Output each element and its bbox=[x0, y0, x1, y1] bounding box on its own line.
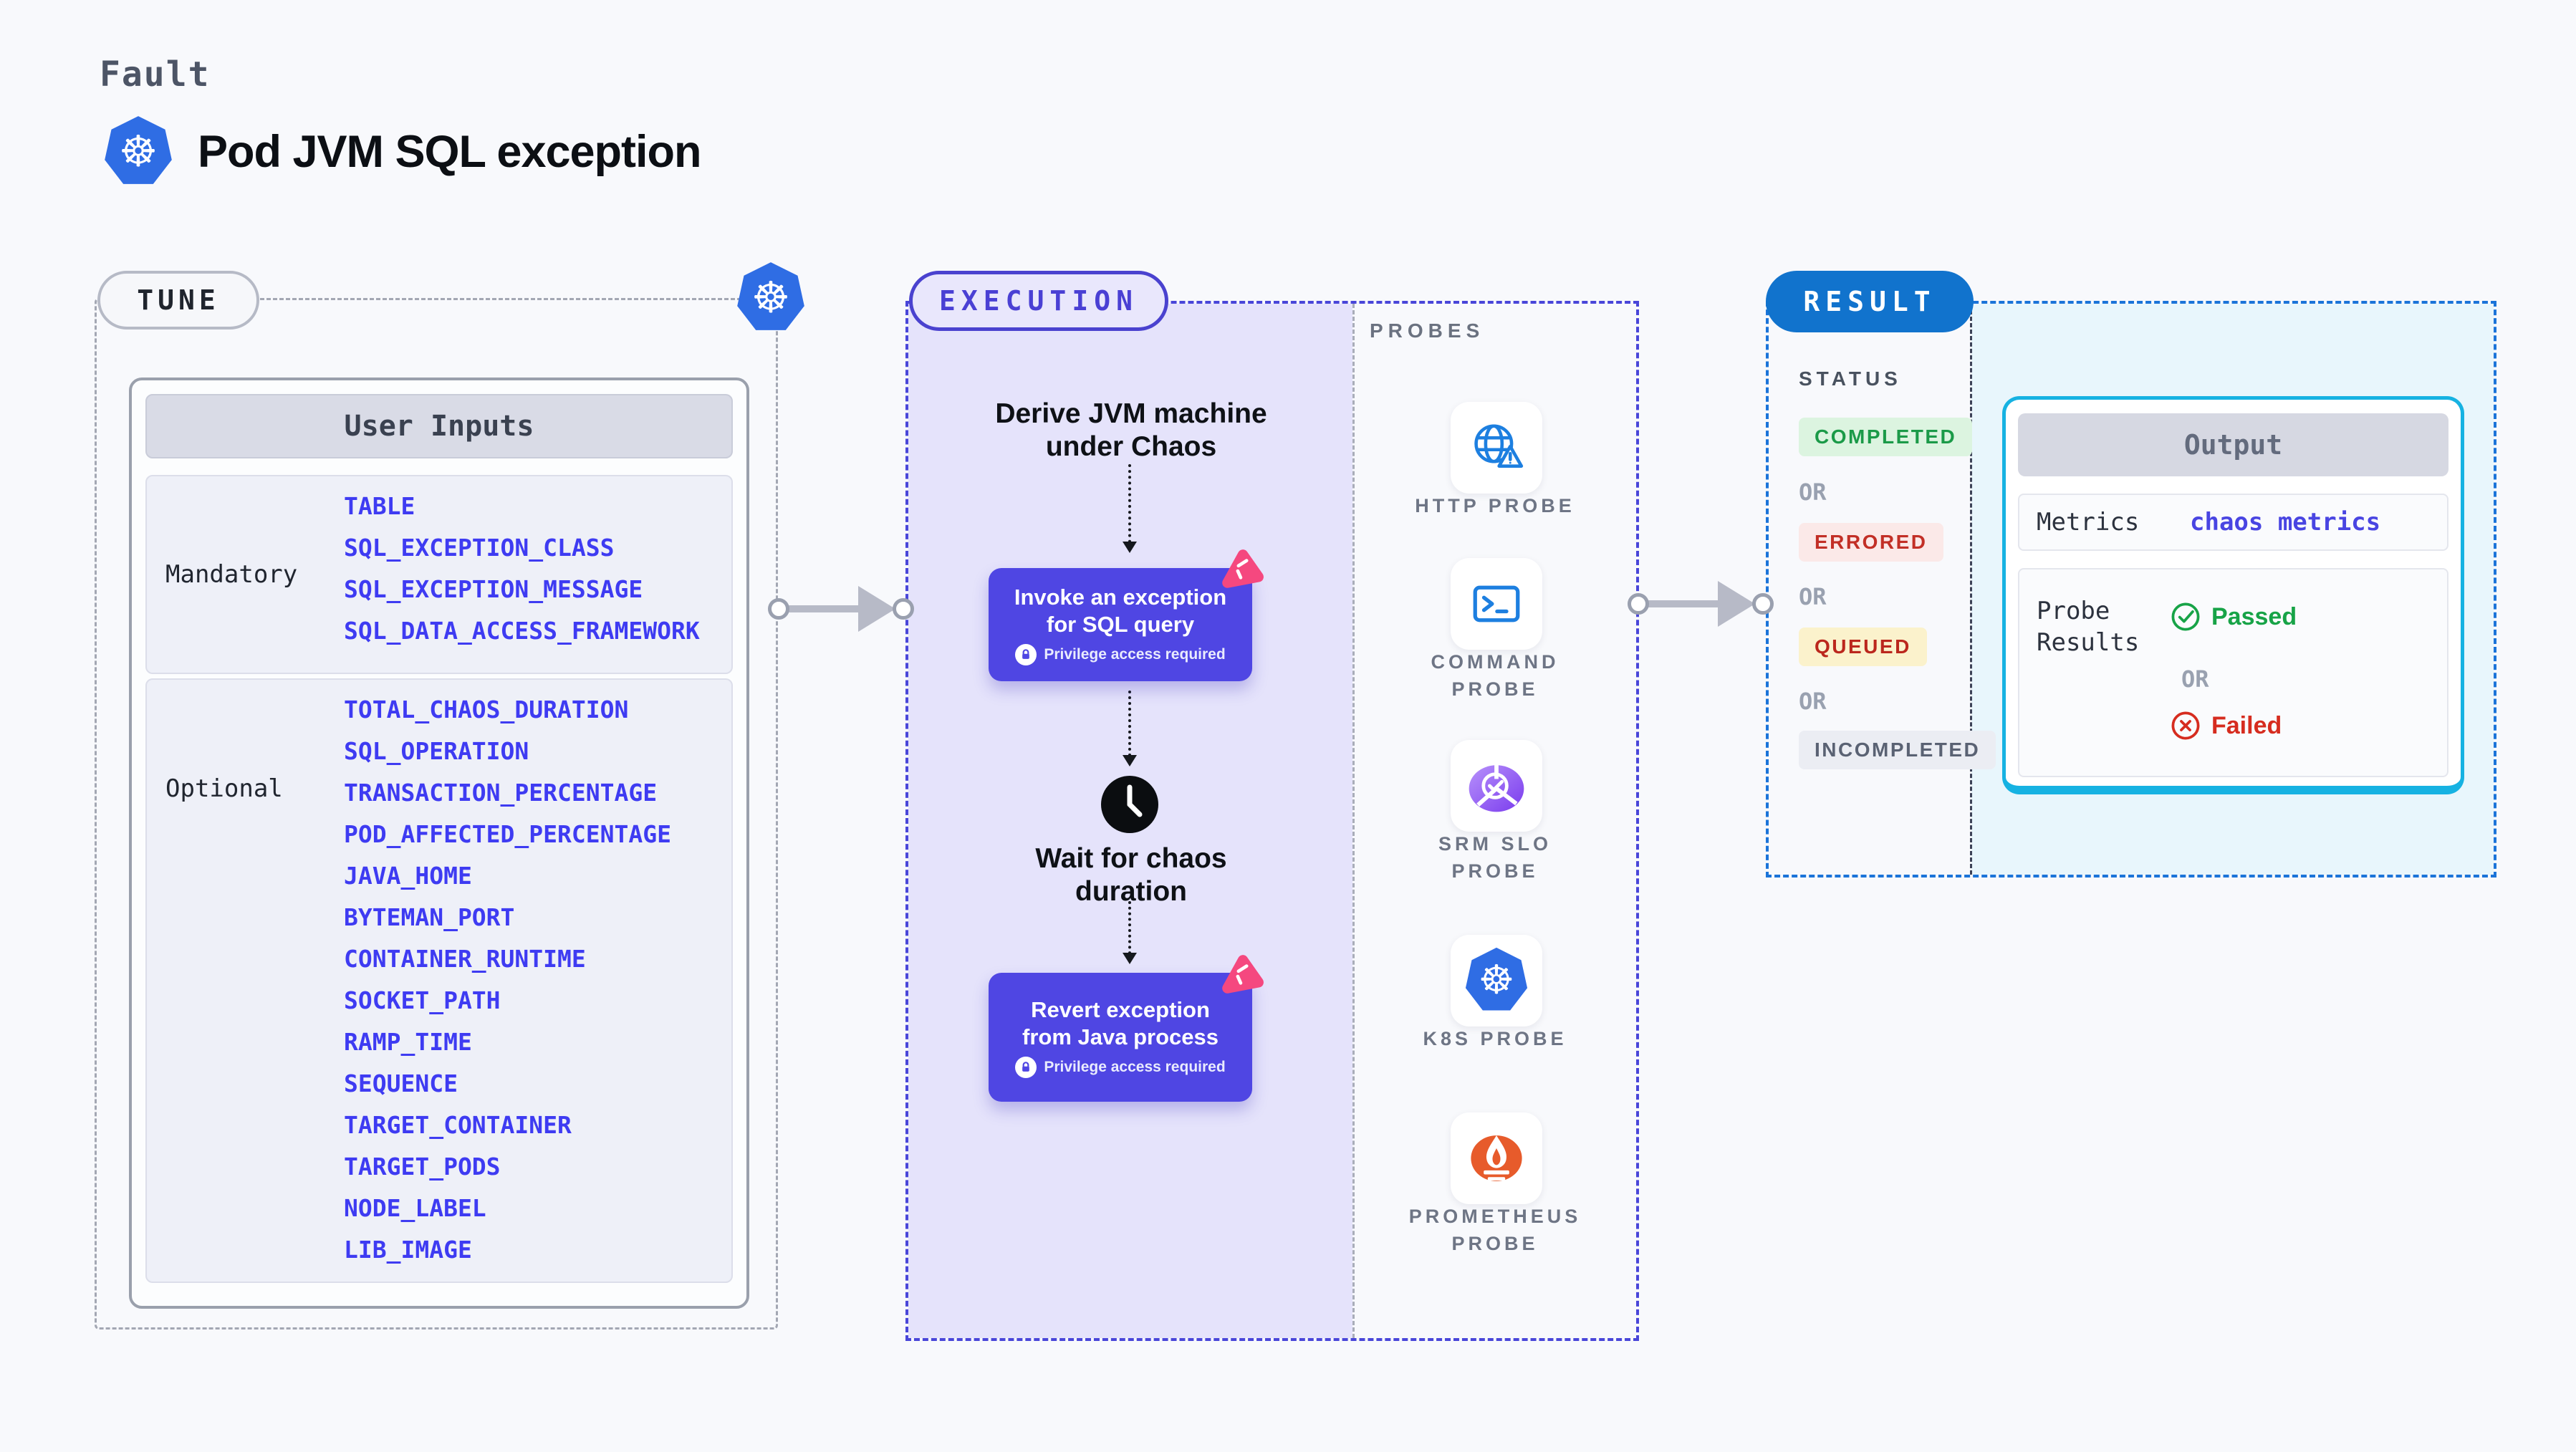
check-circle-icon bbox=[2171, 602, 2200, 631]
input-item: TARGET_CONTAINER bbox=[344, 1111, 572, 1139]
execution-to-result-arrow bbox=[1628, 568, 1774, 640]
globe-alert-icon bbox=[1474, 424, 1524, 468]
status-heading: STATUS bbox=[1799, 367, 1902, 390]
slo-gauge-icon bbox=[1469, 762, 1524, 812]
k8s-probe-label: K8S PROBE bbox=[1423, 1028, 1567, 1049]
flow-arrow bbox=[1123, 901, 1137, 964]
input-item: TRANSACTION_PERCENTAGE bbox=[344, 779, 658, 807]
kubernetes-icon: ☸ bbox=[1465, 947, 1528, 1011]
terminal-icon bbox=[1473, 585, 1520, 622]
or-label: OR bbox=[2181, 665, 2209, 693]
failed-label: Failed bbox=[2211, 711, 2282, 739]
invoke-exception-step: Invoke an exception for SQL query Privil… bbox=[989, 568, 1252, 681]
command-probe-label: COMMAND PROBE bbox=[1431, 651, 1559, 700]
input-item: LIB_IMAGE bbox=[344, 1236, 472, 1264]
litmus-chaos-icon bbox=[1222, 955, 1264, 994]
mandatory-label: Mandatory bbox=[165, 560, 298, 589]
input-item: TOTAL_CHAOS_DURATION bbox=[344, 696, 629, 723]
execution-section bbox=[905, 301, 1639, 1341]
input-item: SQL_EXCEPTION_MESSAGE bbox=[344, 575, 643, 603]
litmus-chaos-icon bbox=[1222, 549, 1264, 588]
privilege-note: Privilege access required bbox=[1044, 645, 1226, 663]
privilege-note: Privilege access required bbox=[1044, 1058, 1226, 1075]
passed-result: Passed bbox=[2170, 601, 2297, 633]
input-item: POD_AFFECTED_PERCENTAGE bbox=[344, 820, 671, 848]
http-probe-label: HTTP PROBE bbox=[1415, 495, 1575, 516]
passed-label: Passed bbox=[2211, 602, 2297, 630]
wait-step-text: Wait for chaos duration bbox=[1035, 843, 1227, 908]
failed-result: Failed bbox=[2170, 710, 2282, 741]
probe-results-row: Probe Results Passed OR Failed bbox=[2018, 568, 2448, 777]
page-title: Pod JVM SQL exception bbox=[198, 127, 701, 177]
kubernetes-icon: ☸ bbox=[105, 116, 172, 184]
execution-badge: EXECUTION bbox=[909, 271, 1168, 331]
probe-results-label: Probe Results bbox=[2037, 597, 2140, 657]
status-badge-queued: QUEUED bbox=[1799, 628, 1927, 666]
optional-inputs-group: Optional TOTAL_CHAOS_DURATION SQL_OPERAT… bbox=[145, 678, 733, 1283]
input-item: SOCKET_PATH bbox=[344, 986, 501, 1014]
input-item: SQL_OPERATION bbox=[344, 737, 529, 765]
flow-arrow bbox=[1123, 464, 1137, 553]
status-badge-completed: COMPLETED bbox=[1799, 418, 1973, 456]
optional-items: TOTAL_CHAOS_DURATION SQL_OPERATION TRANS… bbox=[344, 697, 671, 1263]
lock-icon bbox=[1015, 643, 1037, 665]
srm-slo-probe-card bbox=[1451, 740, 1542, 832]
optional-label: Optional bbox=[165, 774, 283, 803]
result-section bbox=[1766, 301, 2496, 878]
tune-to-execution-arrow bbox=[768, 573, 914, 645]
input-item: JAVA_HOME bbox=[344, 862, 472, 890]
user-inputs-title: User Inputs bbox=[145, 394, 733, 458]
metrics-label: Metrics bbox=[2037, 508, 2140, 537]
tune-badge: TUNE bbox=[97, 271, 259, 330]
metrics-value: chaos metrics bbox=[2190, 508, 2381, 537]
input-item: TARGET_PODS bbox=[344, 1153, 501, 1181]
result-badge: RESULT bbox=[1766, 271, 1974, 332]
input-item: TABLE bbox=[344, 492, 415, 520]
output-title: Output bbox=[2018, 413, 2448, 476]
input-item: BYTEMAN_PORT bbox=[344, 903, 515, 931]
prometheus-probe-label: PROMETHEUS PROBE bbox=[1408, 1206, 1582, 1254]
input-item: SQL_EXCEPTION_CLASS bbox=[344, 534, 615, 562]
or-label: OR bbox=[1799, 688, 1827, 715]
status-badge-errored: ERRORED bbox=[1799, 523, 1943, 562]
metrics-row: Metrics chaos metrics bbox=[2018, 494, 2448, 551]
input-item: NODE_LABEL bbox=[344, 1194, 486, 1222]
input-item: CONTAINER_RUNTIME bbox=[344, 945, 586, 973]
prometheus-icon bbox=[1471, 1135, 1522, 1181]
clock-icon bbox=[1101, 776, 1158, 833]
input-item: SEQUENCE bbox=[344, 1069, 458, 1097]
invoke-step-text: Invoke an exception for SQL query bbox=[1014, 585, 1227, 637]
execution-probes-divider bbox=[1352, 304, 1355, 1338]
command-probe-card bbox=[1451, 558, 1542, 650]
mandatory-inputs-group: Mandatory TABLE SQL_EXCEPTION_CLASS SQL_… bbox=[145, 475, 733, 674]
lock-icon bbox=[1015, 1056, 1037, 1078]
prometheus-probe-card bbox=[1451, 1112, 1542, 1204]
input-item: SQL_DATA_ACCESS_FRAMEWORK bbox=[344, 617, 700, 645]
flow-arrow bbox=[1123, 691, 1137, 766]
mandatory-items: TABLE SQL_EXCEPTION_CLASS SQL_EXCEPTION_… bbox=[344, 494, 700, 644]
status-badge-incompleted: INCOMPLETED bbox=[1799, 731, 1996, 769]
kubernetes-icon: ☸ bbox=[737, 262, 804, 330]
tune-section bbox=[95, 298, 778, 1330]
revert-exception-step: Revert exception from Java process Privi… bbox=[989, 973, 1252, 1102]
input-item: RAMP_TIME bbox=[344, 1028, 472, 1056]
revert-step-text: Revert exception from Java process bbox=[1022, 997, 1219, 1049]
x-circle-icon bbox=[2171, 711, 2200, 740]
fault-category-label: Fault bbox=[100, 54, 211, 95]
k8s-probe-card: ☸ bbox=[1451, 935, 1542, 1027]
status-output-divider bbox=[1970, 304, 1972, 875]
probes-heading: PROBES bbox=[1370, 319, 1485, 342]
http-probe-card bbox=[1451, 402, 1542, 494]
or-label: OR bbox=[1799, 479, 1827, 506]
derive-step-text: Derive JVM machine under Chaos bbox=[995, 398, 1267, 463]
srm-slo-probe-label: SRM SLO PROBE bbox=[1438, 833, 1552, 882]
or-label: OR bbox=[1799, 583, 1827, 610]
